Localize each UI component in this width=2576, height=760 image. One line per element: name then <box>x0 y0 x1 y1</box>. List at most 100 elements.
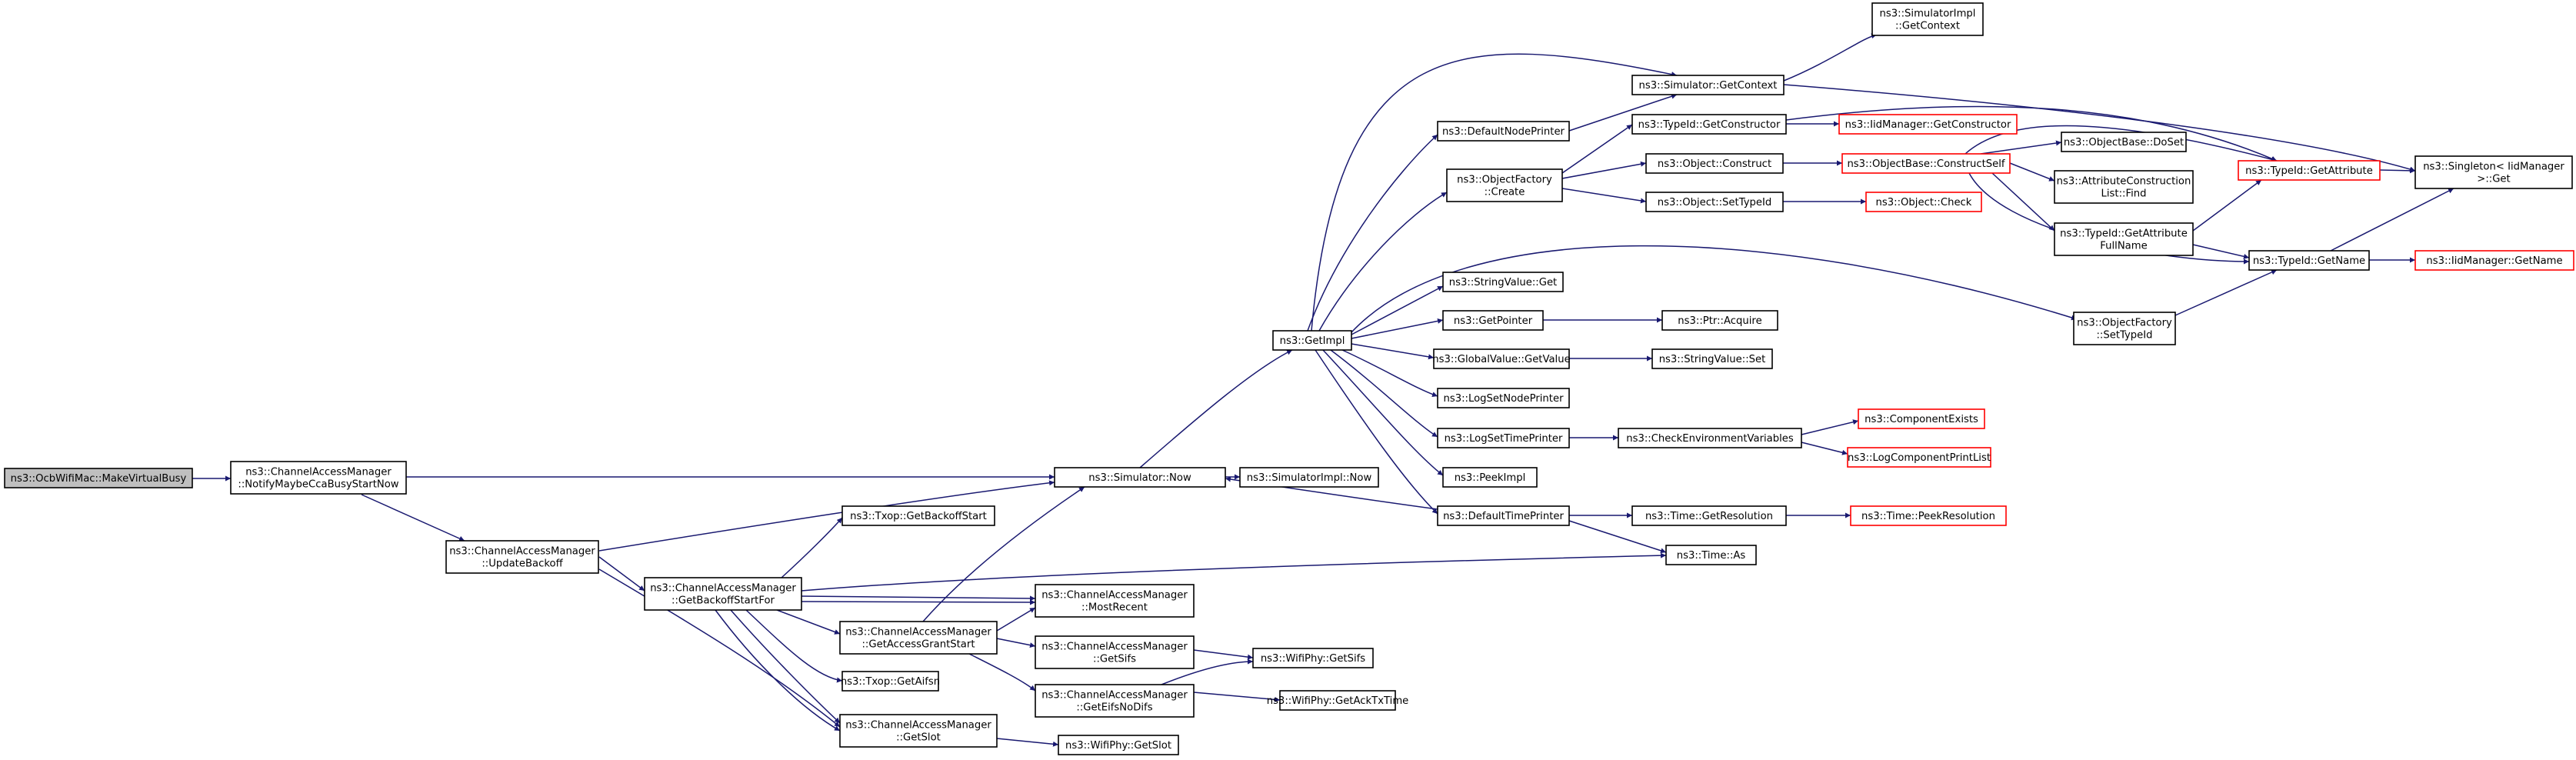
node-stringvalue_get[interactable]: ns3::StringValue::Get <box>1442 272 1564 292</box>
call-edge <box>1307 134 1438 332</box>
node-defaultnodeprinter[interactable]: ns3::DefaultNodePrinter <box>1437 121 1570 142</box>
node-box <box>839 621 998 655</box>
node-label: ::GetContext <box>1895 21 1960 32</box>
node-txop_getbackoffstart[interactable]: ns3::Txop::GetBackoffStart <box>841 505 995 526</box>
node-notify[interactable]: ns3::ChannelAccessManager::NotifyMaybeCc… <box>230 461 407 495</box>
call-edge <box>2174 269 2278 316</box>
node-box <box>1433 348 1570 369</box>
node-label: ns3::Simulator::Now <box>1088 472 1191 484</box>
call-edge <box>781 517 843 578</box>
call-edge <box>996 638 1036 648</box>
call-edge <box>1980 140 2062 155</box>
node-label: ns3::OcbWifiMac::MakeVirtualBusy <box>11 473 187 485</box>
node-box <box>1871 2 1984 36</box>
node-defaulttimeprinter[interactable]: ns3::DefaultTimePrinter <box>1437 505 1570 526</box>
node-box <box>1442 272 1564 292</box>
call-edge <box>1322 349 1444 476</box>
node-mostrecent[interactable]: ns3::ChannelAccessManager::MostRecent <box>1035 584 1195 618</box>
node-phy_getacktxtime[interactable]: ns3::WifiPhy::GetAckTxTime <box>1267 690 1409 711</box>
node-objbase_constructself[interactable]: ns3::ObjectBase::ConstructSelf <box>1841 153 2011 174</box>
node-typeid_getattribute[interactable]: ns3::TypeId::GetAttribute <box>2238 160 2381 181</box>
node-getpointer[interactable]: ns3::GetPointer <box>1442 310 1544 331</box>
node-label: ns3::Time::PeekResolution <box>1861 511 1995 522</box>
node-label: ns3::ChannelAccessManager <box>845 627 991 638</box>
node-label: ns3::DefaultNodePrinter <box>1442 126 1565 138</box>
node-getsifs[interactable]: ns3::ChannelAccessManager::GetSifs <box>1035 635 1195 669</box>
node-logsettimeprinter[interactable]: ns3::LogSetTimePrinter <box>1437 428 1570 448</box>
node-singleton_get[interactable]: ns3::Singleton< IidManager >::Get <box>2414 155 2573 189</box>
node-sim_getcontext[interactable]: ns3::Simulator::GetContext <box>1631 75 1785 95</box>
node-iidmanager_getconstructor[interactable]: ns3::IidManager::GetConstructor <box>1838 114 2018 135</box>
node-globalvalue_getvalue[interactable]: ns3::GlobalValue::GetValue <box>1432 348 1571 369</box>
node-objfactory_create[interactable]: ns3::ObjectFactory::Create <box>1446 168 1563 202</box>
node-label: ns3::GetImpl <box>1280 335 1345 347</box>
node-txop_getaifsn[interactable]: ns3::Txop::GetAifsn <box>841 671 940 692</box>
node-label: ns3::Ptr::Acquire <box>1678 315 1761 327</box>
node-phy_getslot[interactable]: ns3::WifiPhy::GetSlot <box>1058 735 1179 755</box>
node-typeid_getname[interactable]: ns3::TypeId::GetName <box>2248 250 2370 271</box>
node-componentexists[interactable]: ns3::ComponentExists <box>1858 408 1985 429</box>
node-label: ns3::Txop::GetBackoffStart <box>850 511 987 522</box>
node-getaccessgrantstart[interactable]: ns3::ChannelAccessManager::GetAccessGran… <box>839 621 998 655</box>
node-updatebackoff[interactable]: ns3::ChannelAccessManager::UpdateBackoff <box>445 540 599 574</box>
node-label: ::NotifyMaybeCcaBusyStartNow <box>238 479 398 491</box>
node-label: ns3::Object::Construct <box>1658 158 1771 170</box>
node-getimpl[interactable]: ns3::GetImpl <box>1272 330 1352 351</box>
node-box <box>2414 250 2574 271</box>
node-phy_getsifs[interactable]: ns3::WifiPhy::GetSifs <box>1252 648 1374 668</box>
node-checkenv[interactable]: ns3::CheckEnvironmentVariables <box>1618 428 1802 448</box>
node-logsetnodeprinter[interactable]: ns3::LogSetNodePrinter <box>1437 388 1570 408</box>
node-objfactory_settypeid[interactable]: ns3::ObjectFactory::SetTypeId <box>2073 312 2176 345</box>
node-stringvalue_set[interactable]: ns3::StringValue::Set <box>1651 348 1773 369</box>
node-simimpl_now[interactable]: ns3::SimulatorImpl::Now <box>1239 467 1379 488</box>
call-edge <box>715 609 841 732</box>
node-label: ns3::Object::SetTypeId <box>1658 197 1772 208</box>
call-edge <box>1315 349 1438 515</box>
call-edge <box>1783 84 2416 172</box>
node-objbase_doset[interactable]: ns3::ObjectBase::DoSet <box>2061 132 2187 152</box>
node-label: ns3::ObjectFactory <box>2077 318 2172 329</box>
node-ocb: ns3::OcbWifiMac::MakeVirtualBusy <box>4 468 193 488</box>
node-label: ns3::TypeId::GetAttribute <box>2245 165 2373 177</box>
node-peekimpl[interactable]: ns3::PeekImpl <box>1442 467 1538 488</box>
node-label: FullName <box>2100 241 2147 252</box>
node-label: ns3::WifiPhy::GetSifs <box>1261 653 1365 665</box>
node-logcomponentprintlist[interactable]: ns3::LogComponentPrintList <box>1847 447 1991 468</box>
node-label: ns3::Object::Check <box>1876 197 1972 208</box>
node-getslot[interactable]: ns3::ChannelAccessManager::GetSlot <box>839 714 998 748</box>
call-edge <box>598 556 645 592</box>
node-geteifsnodifs[interactable]: ns3::ChannelAccessManager::GetEifsNoDifs <box>1035 684 1195 718</box>
node-box <box>2248 250 2370 271</box>
node-box <box>1838 114 2018 135</box>
node-object_settypeid[interactable]: ns3::Object::SetTypeId <box>1645 192 1784 212</box>
node-box <box>1618 428 1802 448</box>
node-iidmanager_getname[interactable]: ns3::IidManager::GetName <box>2414 250 2574 271</box>
node-typeid_getconstructor[interactable]: ns3::TypeId::GetConstructor <box>1631 114 1787 135</box>
node-getbackoffstartfor[interactable]: ns3::ChannelAccessManager::GetBackoffSta… <box>644 577 802 611</box>
node-sim_now[interactable]: ns3::Simulator::Now <box>1054 467 1226 488</box>
node-box <box>1442 467 1538 488</box>
node-ptr_acquire[interactable]: ns3::Ptr::Acquire <box>1661 310 1778 331</box>
node-time_as[interactable]: ns3::Time::As <box>1665 545 1757 565</box>
node-box <box>1631 114 1787 135</box>
node-simimpl_getcontext[interactable]: ns3::SimulatorImpl::GetContext <box>1871 2 1984 36</box>
call-edge <box>2330 188 2454 252</box>
call-edge <box>1139 349 1293 468</box>
call-edge <box>1341 349 1438 398</box>
node-label: ns3::LogComponentPrintList <box>1848 452 1991 464</box>
node-object_construct[interactable]: ns3::Object::Construct <box>1645 153 1784 174</box>
node-label: ::MostRecent <box>1081 602 1148 614</box>
node-label: ns3::TypeId::GetAttribute <box>2060 228 2188 240</box>
node-label: ns3::PeekImpl <box>1455 472 1526 484</box>
node-label: ns3::Simulator::GetContext <box>1639 80 1778 92</box>
node-time_getresolution[interactable]: ns3::Time::GetResolution <box>1631 505 1787 526</box>
node-label: ns3::ChannelAccessManager <box>1041 590 1188 602</box>
node-time_peekresolution[interactable]: ns3::Time::PeekResolution <box>1850 505 2007 526</box>
node-box <box>1651 348 1773 369</box>
node-label: ns3::ChannelAccessManager <box>1041 690 1188 702</box>
node-box <box>1035 635 1195 669</box>
node-object_check[interactable]: ns3::Object::Check <box>1865 192 1982 212</box>
